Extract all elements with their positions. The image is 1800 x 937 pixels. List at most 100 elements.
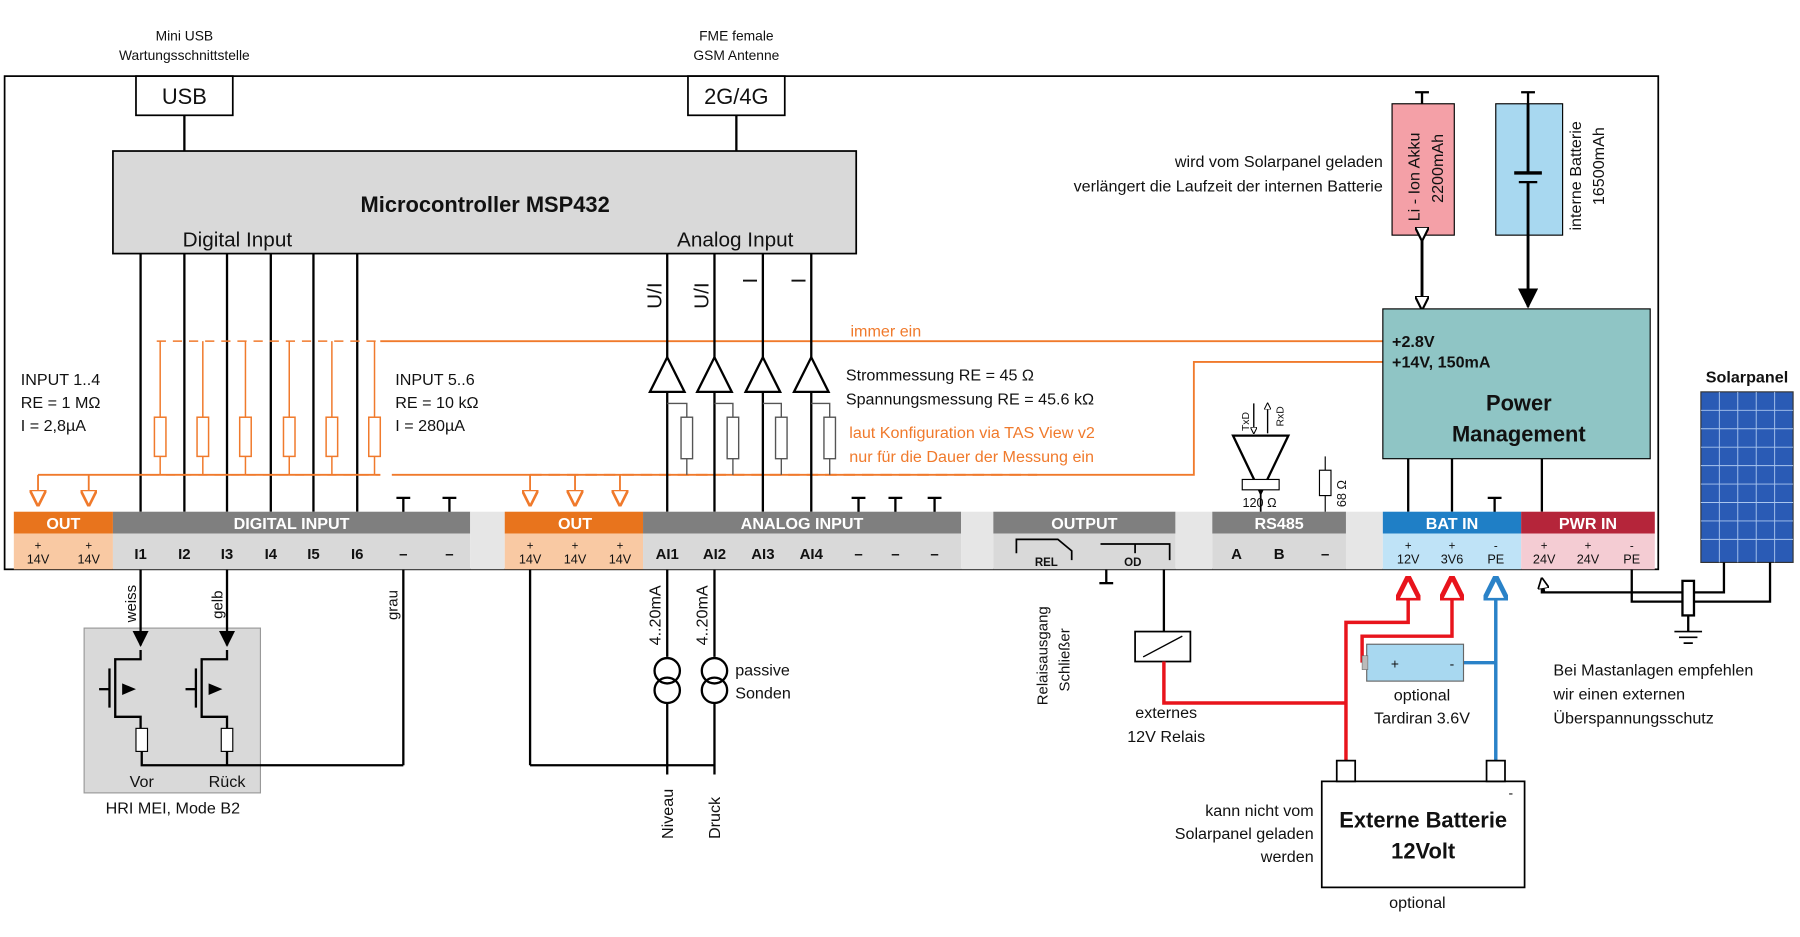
pin-ai1: AI1 bbox=[656, 546, 679, 563]
ext-note-line1: kann nicht vom bbox=[1205, 802, 1313, 820]
out1-pin1: 14V bbox=[27, 553, 50, 567]
range-ai1: 4..20mA bbox=[646, 585, 664, 645]
rs485-header: RS485 bbox=[1254, 515, 1303, 533]
ext-batt-line1: Externe Batterie bbox=[1339, 807, 1507, 832]
solar-panel: Solarpanel bbox=[1700, 369, 1794, 563]
out1-pin2: 14V bbox=[77, 553, 100, 567]
gsm-label: 2G/4G bbox=[704, 84, 768, 109]
out1-pin1-sign: + bbox=[35, 541, 42, 553]
orange-supply-lines bbox=[38, 340, 1383, 505]
pin-a-gnd1: – bbox=[854, 546, 862, 563]
batin-pin3: PE bbox=[1487, 553, 1504, 567]
ext-relay-line2: 12V Relais bbox=[1127, 728, 1205, 746]
vor-label: Vor bbox=[130, 773, 155, 791]
measure-line-1: Strommessung RE = 45 Ω bbox=[846, 366, 1034, 384]
pin-d-gnd1: – bbox=[399, 546, 407, 563]
usb-note-line2: Wartungsschnittstelle bbox=[119, 47, 250, 63]
usb-note-line1: Mini USB bbox=[156, 27, 214, 43]
tadiran-battery: + - optional Tardiran 3.6V bbox=[1361, 643, 1470, 728]
out1-header: OUT bbox=[46, 515, 80, 533]
surge-line2: wir einen externen bbox=[1552, 686, 1685, 704]
pin-ai2: AI2 bbox=[703, 546, 726, 563]
internal-batt-line2: 16500mAh bbox=[1590, 127, 1608, 205]
gsm-note-line1: FME female bbox=[699, 27, 774, 43]
pin-i5: I5 bbox=[307, 546, 319, 563]
liion-battery: Li - Ion Akku 2200mAh bbox=[1391, 103, 1455, 309]
input56-param-1: INPUT 5..6 bbox=[395, 371, 474, 389]
batin-pin1: 12V bbox=[1397, 553, 1420, 567]
usb-label: USB bbox=[162, 84, 207, 109]
solar-wiring bbox=[1542, 562, 1772, 644]
pwrin-pin3-sign: - bbox=[1630, 541, 1634, 553]
druck-label: Druck bbox=[706, 796, 724, 839]
hri-label: HRI MEI, Mode B2 bbox=[106, 800, 240, 818]
measure-line-2: Spannungsmessung RE = 45.6 kΩ bbox=[846, 391, 1094, 409]
output-header: OUTPUT bbox=[1051, 515, 1117, 533]
pwrin-pin1: 24V bbox=[1533, 553, 1556, 567]
internal-batt-line1: interne Batterie bbox=[1567, 121, 1585, 230]
pin-ai4: AI4 bbox=[800, 546, 824, 563]
ai1-type: U/I bbox=[643, 282, 666, 309]
ext-batt-optional: optional bbox=[1389, 894, 1445, 912]
external-relay: Relaisausgang Schließer externes 12V Rel… bbox=[1035, 569, 1205, 746]
batin-pin1-sign: + bbox=[1405, 541, 1412, 553]
pin-a-gnd2: – bbox=[891, 546, 899, 563]
pin-rs-gnd: – bbox=[1321, 546, 1329, 563]
usb-connector: Mini USB Wartungsschnittstelle USB bbox=[119, 27, 250, 152]
rueck-label: Rück bbox=[209, 773, 247, 791]
od-label: OD bbox=[1124, 557, 1141, 569]
pin-i4: I4 bbox=[265, 546, 278, 563]
power-title-2: Management bbox=[1452, 421, 1586, 446]
rs485-transceiver: TxD RxD 120 Ω 68 Ω bbox=[1231, 403, 1349, 512]
out2-pin2-sign: + bbox=[572, 541, 579, 553]
pin-i3: I3 bbox=[221, 546, 233, 563]
out1-pin2-sign: + bbox=[85, 541, 92, 553]
power-management-block: +2.8V +14V, 150mA Power Management bbox=[1382, 308, 1651, 512]
pin-i1: I1 bbox=[134, 546, 146, 563]
pwrin-pin2-sign: + bbox=[1585, 541, 1592, 553]
liion-line1: Li - Ion Akku bbox=[1406, 133, 1424, 222]
batin-pin2-sign: + bbox=[1449, 541, 1456, 553]
tadiran-plus: + bbox=[1391, 655, 1399, 671]
pwrin-pin2: 24V bbox=[1577, 553, 1600, 567]
wire-grau: grau bbox=[385, 590, 402, 620]
ext-note-line3: werden bbox=[1260, 848, 1314, 866]
gsm-antenna-connector: FME female GSM Antenne 2G/4G bbox=[687, 27, 786, 152]
ext-batt-line2: 12Volt bbox=[1391, 839, 1456, 864]
solar-label: Solarpanel bbox=[1706, 369, 1788, 387]
batin-header: BAT IN bbox=[1426, 515, 1479, 533]
ai2-type: U/I bbox=[691, 282, 714, 309]
ai3-type: I bbox=[739, 278, 762, 284]
pin-i6: I6 bbox=[351, 546, 363, 563]
gsm-note-line2: GSM Antenne bbox=[693, 47, 779, 63]
always-on-label: immer ein bbox=[850, 323, 921, 341]
pwrin-header: PWR IN bbox=[1559, 515, 1617, 533]
rail-14v: +14V, 150mA bbox=[1392, 354, 1491, 372]
input14-param-1: INPUT 1..4 bbox=[21, 371, 100, 389]
batin-pin3-sign: - bbox=[1494, 541, 1498, 553]
ai4-type: I bbox=[788, 278, 811, 284]
out2-pin2: 14V bbox=[564, 553, 587, 567]
surge-line1: Bei Mastanlagen empfehlen bbox=[1553, 661, 1753, 679]
wire-gelb: gelb bbox=[209, 591, 226, 619]
pin-d-gnd2: – bbox=[445, 546, 453, 563]
analog-header: ANALOG INPUT bbox=[741, 515, 864, 533]
rail-28v: +2.8V bbox=[1392, 333, 1435, 351]
txd-label: TxD bbox=[1241, 412, 1252, 431]
rel-label: REL bbox=[1035, 557, 1058, 569]
mcu-title: Microcontroller MSP432 bbox=[361, 192, 610, 217]
tadiran-line1: optional bbox=[1394, 687, 1451, 705]
surge-line3: Überspannungsschutz bbox=[1553, 710, 1713, 728]
out2-pin1: 14V bbox=[519, 553, 542, 567]
external-battery: - Externe Batterie 12Volt optional kann … bbox=[1175, 759, 1526, 912]
out2-pin3-sign: + bbox=[617, 541, 624, 553]
out2-pin1-sign: + bbox=[527, 541, 534, 553]
wire-weiss: weiss bbox=[123, 585, 140, 623]
batin-pin2: 3V6 bbox=[1441, 553, 1464, 567]
out2-header: OUT bbox=[558, 515, 592, 533]
input56-param-3: I = 280µA bbox=[395, 417, 465, 435]
niveau-label: Niveau bbox=[659, 789, 677, 839]
passive-probes: 4..20mA 4..20mA passive Sonden Niveau Dr… bbox=[528, 569, 791, 839]
analog-input-channels: U/I U/I I I bbox=[643, 253, 837, 512]
